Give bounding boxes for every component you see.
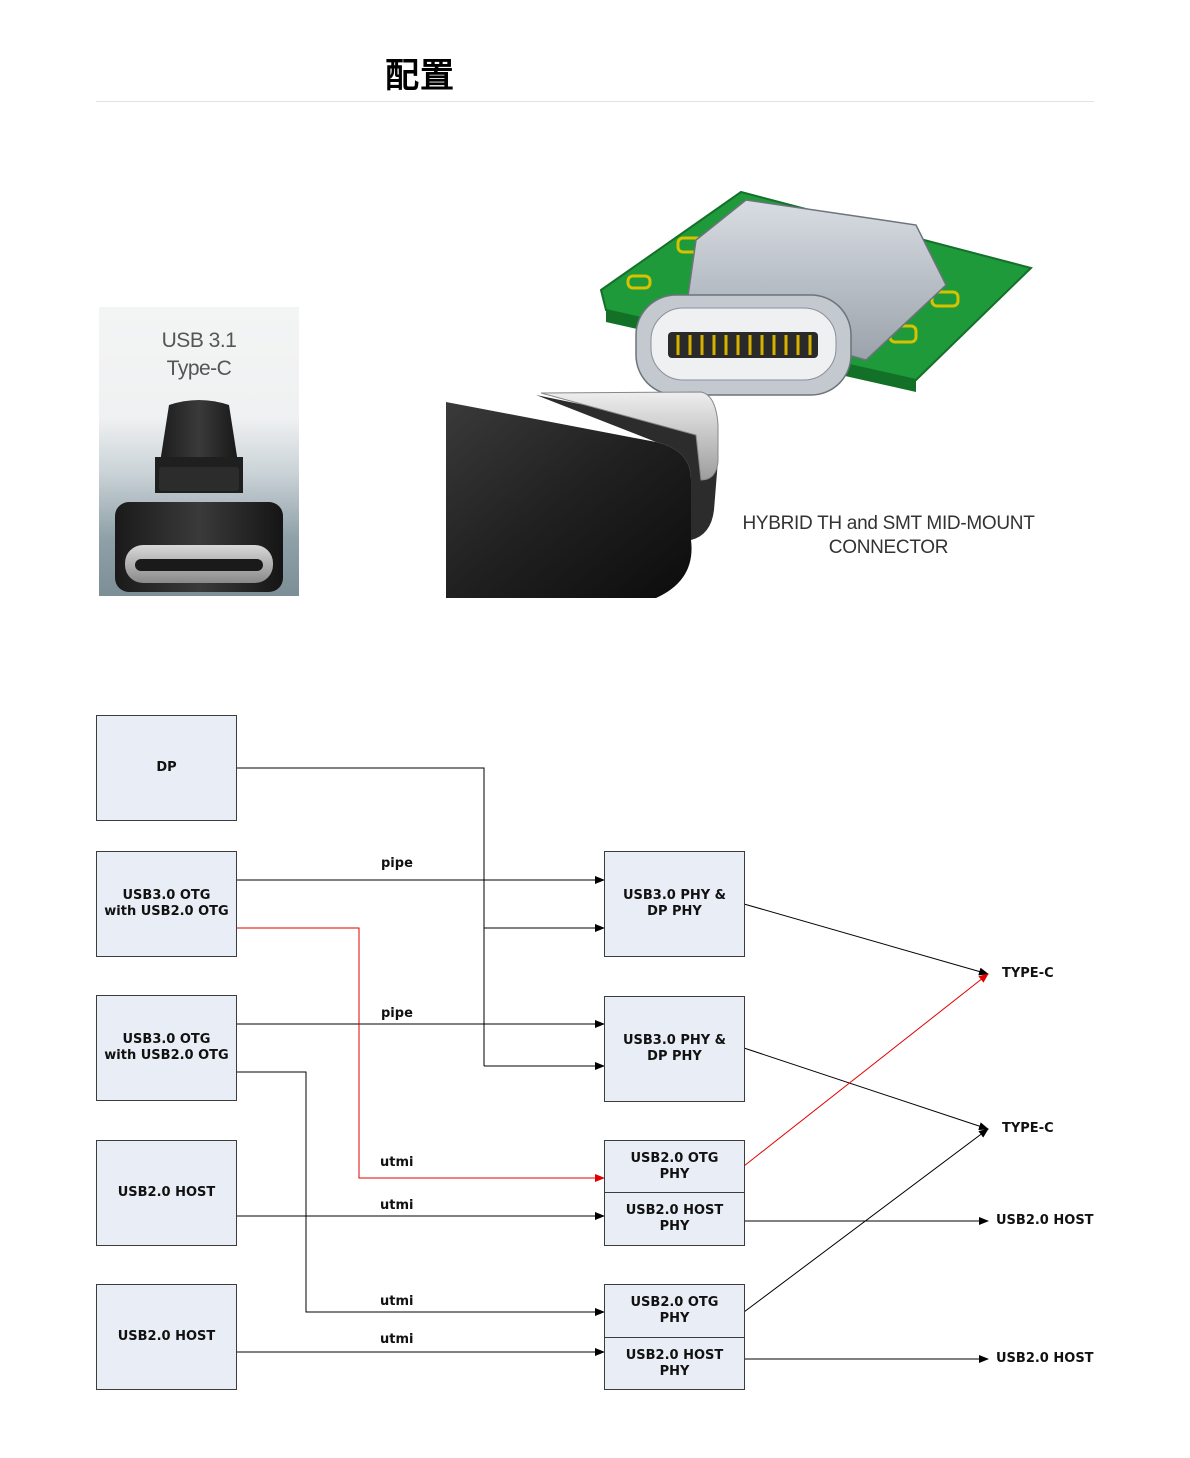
connector-caption-line2: CONNECTOR xyxy=(828,537,949,558)
wire-phy-b-to-typec-b xyxy=(743,1047,989,1130)
phy-usb3-dp-a-label: USB3.0 PHY & DP PHY xyxy=(622,888,727,919)
phy-usb2-host-a: USB2.0 HOST PHY xyxy=(604,1192,745,1246)
phy-usb3-dp-b-label: USB3.0 PHY & DP PHY xyxy=(622,1033,727,1064)
controller-usb3-otg-a: USB3.0 OTG with USB2.0 OTG xyxy=(96,851,237,957)
bus-label-utmi-d: utmi xyxy=(380,1332,414,1347)
bus-label-pipe-a: pipe xyxy=(381,856,413,871)
output-usb2-host-a: USB2.0 HOST xyxy=(996,1213,1094,1228)
controller-dp: DP xyxy=(96,715,237,821)
page-title: 配置 xyxy=(385,56,455,96)
type-c-connector-render: HYBRID TH and SMT MID-MOUNT CONNECTOR xyxy=(446,180,1062,598)
controller-usb3-otg-b-label: USB3.0 OTG with USB2.0 OTG xyxy=(104,1032,229,1063)
usb-plug-illustration xyxy=(115,400,283,592)
phy-usb2-otg-a-label: USB2.0 OTG PHY xyxy=(630,1150,719,1182)
bus-label-utmi-a: utmi xyxy=(380,1155,414,1170)
output-typec-a: TYPE-C xyxy=(1002,966,1054,981)
usb-photo-label-line1: USB 3.1 xyxy=(161,329,237,352)
usb-photo-label: USB 3.1 Type-C xyxy=(99,327,299,383)
phy-usb2-otg-b: USB2.0 OTG PHY xyxy=(604,1284,745,1338)
wire-utmi-otg-b xyxy=(236,1071,605,1316)
bus-label-utmi-b: utmi xyxy=(380,1198,414,1213)
controller-usb2-host-a: USB2.0 HOST xyxy=(96,1140,237,1246)
wire-dp-trunk xyxy=(236,767,485,1066)
phy-usb2-otg-a: USB2.0 OTG PHY xyxy=(604,1140,745,1193)
controller-dp-label: DP xyxy=(156,760,177,775)
connector-caption-line1: HYBRID TH and SMT MID-MOUNT xyxy=(742,513,1035,534)
bus-label-utmi-c: utmi xyxy=(380,1294,414,1309)
wire-utmi-otg-a-highlight xyxy=(236,927,605,1182)
output-typec-b: TYPE-C xyxy=(1002,1121,1054,1136)
phy-usb3-dp-b: USB3.0 PHY & DP PHY xyxy=(604,996,745,1102)
connector-illustration xyxy=(446,190,1033,598)
title-divider xyxy=(96,101,1094,102)
phy-usb3-dp-a: USB3.0 PHY & DP PHY xyxy=(604,851,745,957)
controller-usb3-otg-b: USB3.0 OTG with USB2.0 OTG xyxy=(96,995,237,1101)
output-usb2-host-b: USB2.0 HOST xyxy=(996,1351,1094,1366)
controller-usb2-host-b: USB2.0 HOST xyxy=(96,1284,237,1390)
wire-otg-phy-a-to-typec-a-highlight xyxy=(743,973,989,1167)
phy-usb2-host-b: USB2.0 HOST PHY xyxy=(604,1337,745,1390)
connector-caption: HYBRID TH and SMT MID-MOUNT CONNECTOR xyxy=(726,512,1051,560)
wire-otg-phy-b-to-typec-b xyxy=(743,1128,989,1313)
phy-usb2-host-b-label: USB2.0 HOST PHY xyxy=(625,1347,724,1379)
bus-label-pipe-b: pipe xyxy=(381,1006,413,1021)
usb-type-c-photo: USB 3.1 Type-C xyxy=(99,307,299,596)
usb-photo-label-line2: Type-C xyxy=(166,357,232,380)
phy-usb2-host-a-label: USB2.0 HOST PHY xyxy=(625,1203,724,1234)
controller-usb3-otg-a-label: USB3.0 OTG with USB2.0 OTG xyxy=(104,888,229,919)
wire-phy-a-to-typec-a xyxy=(743,903,989,976)
phy-usb2-otg-b-label: USB2.0 OTG PHY xyxy=(630,1295,719,1326)
controller-usb2-host-a-label: USB2.0 HOST xyxy=(117,1185,216,1200)
controller-usb2-host-b-label: USB2.0 HOST xyxy=(117,1329,216,1344)
